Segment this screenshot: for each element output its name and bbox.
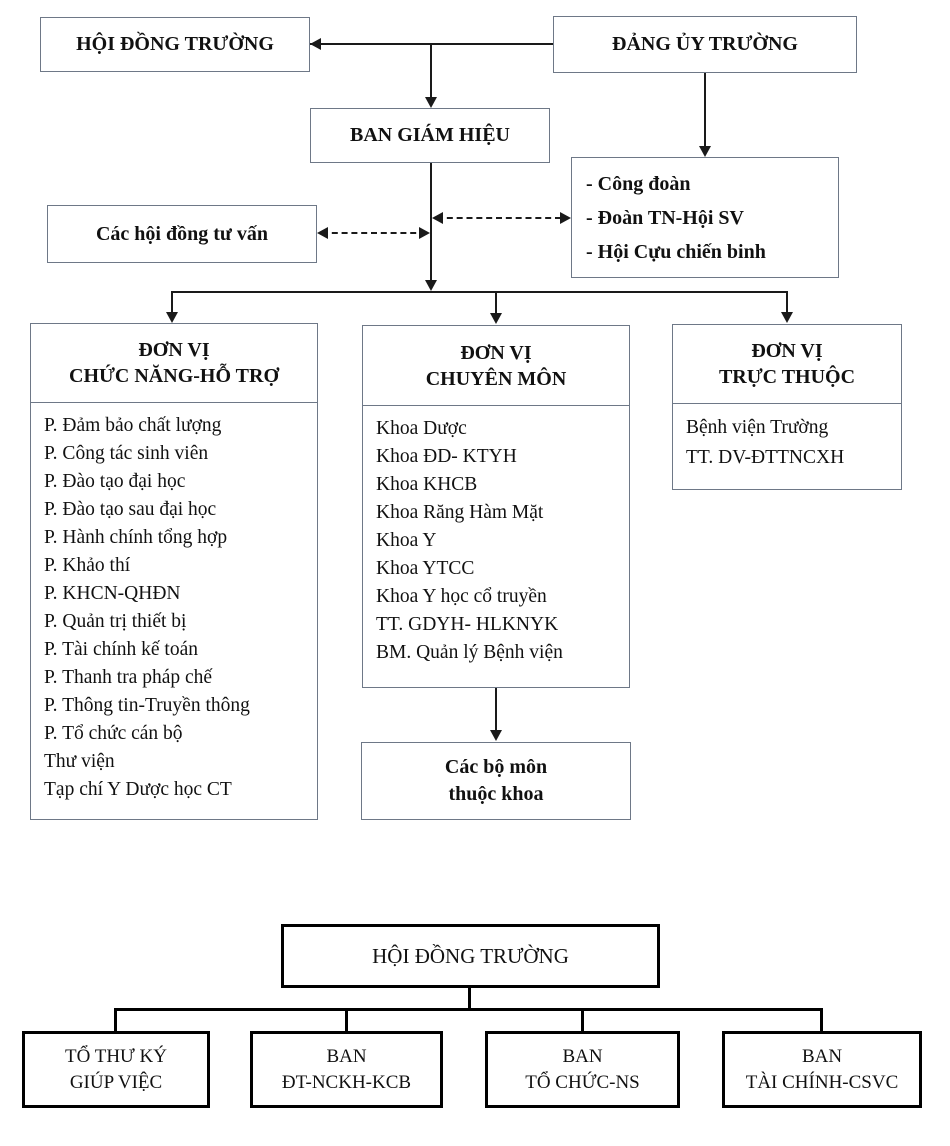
list-item: Khoa YTCC (376, 558, 475, 579)
bottom-box-training-research-line2: ĐT-NCKH-KCB (281, 1071, 412, 1093)
arrowhead-down-into-departments-box (490, 730, 502, 741)
box-advisory-councils: Các hội đồng tư vấn (47, 205, 317, 263)
box-school-council-label: HỘI ĐỒNG TRƯỜNG (76, 33, 274, 55)
bottom-root-stem (468, 988, 471, 1008)
list-item: P. KHCN-QHĐN (44, 583, 181, 604)
list-item: P. Tổ chức cán bộ (44, 723, 183, 744)
list-item: P. Khảo thí (44, 555, 131, 576)
bottom-distribution-line (114, 1008, 823, 1011)
arrowhead-right-into-mass-organizations (560, 212, 571, 224)
box-mass-organizations: - Công đoàn - Đoàn TN-Hội SV - Hội Cựu chi… (571, 157, 839, 278)
list-item: P. Hành chính tổng hợp (44, 527, 228, 548)
list-item: - Hội Cựu chiến binh (586, 240, 766, 263)
column-1-list: P. Đảm bảo chất lượng P. Công tác sinh vi… (31, 403, 317, 804)
arrowhead-down-into-column-2 (490, 313, 502, 324)
arrowhead-left-into-advisory-councils (317, 227, 328, 239)
faculty-departments-line1: Các bộ môn (444, 756, 548, 778)
distribution-line (171, 291, 788, 293)
connector-to-rector-board-line (430, 43, 432, 99)
column-3-header: ĐƠN VỊ TRỰC THUỘC (673, 325, 901, 404)
list-item: - Đoàn TN-Hội SV (586, 206, 744, 229)
bottom-box-organization-personnel-line2: TỔ CHỨC-NS (525, 1071, 640, 1093)
bottom-box-secretariat-line1: TỔ THƯ KÝ (65, 1045, 167, 1067)
list-item: Bệnh viện Trường (686, 417, 829, 438)
list-item: - Công đoàn (586, 172, 691, 195)
dashed-mass-link-line (437, 217, 561, 219)
faculty-departments-line2: thuộc khoa (448, 783, 544, 805)
list-item: P. Đào tạo sau đại học (44, 499, 217, 520)
list-item: Thư viện (44, 751, 115, 772)
column-2-title-line2: CHUYÊN MÔN (425, 367, 567, 390)
column-functional-support-units: ĐƠN VỊ CHỨC NĂNG-HỖ TRỢ P. Đảm bảo chất … (30, 323, 318, 820)
arrowhead-down-into-column-1 (166, 312, 178, 323)
bottom-drop-3 (581, 1008, 584, 1031)
column-1-title-line1: ĐƠN VỊ (138, 339, 210, 361)
list-item: Khoa KHCB (376, 474, 478, 495)
box-faculty-departments: Các bộ môn thuộc khoa (361, 742, 631, 820)
list-item: Khoa Răng Hàm Mặt (376, 502, 544, 523)
list-item: P. Thông tin-Truyền thông (44, 695, 250, 716)
list-item: P. Quản trị thiết bị (44, 611, 187, 632)
list-item: Khoa Y học cổ truyền (376, 586, 547, 607)
list-item: Khoa Y (376, 530, 437, 551)
column-2-title-line1: ĐƠN VỊ (460, 341, 532, 364)
drop-to-column-2 (495, 291, 497, 314)
bottom-drop-1 (114, 1008, 117, 1031)
list-item: P. Đào tạo đại học (44, 471, 186, 492)
bottom-box-secretariat-line2: GIÚP VIỆC (69, 1071, 163, 1093)
arrowhead-right-onto-trunk (419, 227, 430, 239)
list-item: TT. GDYH- HLKNYK (376, 614, 559, 635)
list-item: P. Tài chính kế toán (44, 639, 198, 660)
arrowhead-down-into-rector-board (425, 97, 437, 108)
arrowhead-left-onto-trunk (432, 212, 443, 224)
box-rector-board: BAN GIÁM HIỆU (310, 108, 550, 163)
bottom-box-finance-facilities-line1: BAN (801, 1045, 843, 1067)
bottom-box-finance-facilities-line2: TÀI CHÍNH-CSVC (745, 1071, 899, 1093)
list-item: Khoa Dược (376, 418, 467, 439)
bottom-school-council-label: HỘI ĐỒNG TRƯỜNG (372, 944, 569, 968)
box-party-committee: ĐẢNG ỦY TRƯỜNG (553, 16, 857, 73)
column-2-header: ĐƠN VỊ CHUYÊN MÔN (363, 326, 629, 406)
list-item: P. Công tác sinh viên (44, 443, 209, 464)
connector-party-to-mass-line (704, 73, 706, 147)
arrowhead-down-into-mass-organizations (699, 146, 711, 157)
column-3-title-line1: ĐƠN VỊ (751, 340, 823, 362)
arrowhead-left-into-school-council (310, 38, 321, 50)
bottom-drop-2 (345, 1008, 348, 1031)
arrowhead-down-onto-distribution-line (425, 280, 437, 291)
box-rector-board-label: BAN GIÁM HIỆU (349, 124, 510, 146)
bottom-box-school-council: HỘI ĐỒNG TRƯỜNG (281, 924, 660, 988)
column-1-title-line2: CHỨC NĂNG-HỖ TRỢ (69, 365, 279, 387)
drop-to-column-3 (786, 291, 788, 313)
connector-rector-down-line (430, 163, 432, 281)
arrowhead-down-into-column-3 (781, 312, 793, 323)
drop-to-column-1 (171, 291, 173, 313)
box-school-council: HỘI ĐỒNG TRƯỜNG (40, 17, 310, 72)
bottom-box-secretariat: TỔ THƯ KÝ GIÚP VIỆC (22, 1031, 210, 1108)
connector-column2-to-departments (495, 688, 497, 731)
bottom-drop-4 (820, 1008, 823, 1031)
bottom-box-training-research-line1: BAN (326, 1045, 367, 1067)
list-item: Tạp chí Y Dược học CT (44, 779, 232, 800)
bottom-box-training-research: BAN ĐT-NCKH-KCB (250, 1031, 443, 1108)
box-party-committee-label: ĐẢNG ỦY TRƯỜNG (612, 33, 798, 55)
list-item: Khoa ĐD- KTYH (376, 446, 517, 467)
column-1-header: ĐƠN VỊ CHỨC NĂNG-HỖ TRỢ (31, 324, 317, 403)
list-item: TT. DV-ĐTTNCXH (686, 447, 845, 468)
list-item: BM. Quản lý Bệnh viện (376, 642, 563, 663)
box-advisory-councils-label: Các hội đồng tư vấn (95, 222, 269, 245)
bottom-box-organization-personnel: BAN TỔ CHỨC-NS (485, 1031, 680, 1108)
bottom-box-organization-personnel-line1: BAN (562, 1045, 603, 1067)
bottom-box-finance-facilities: BAN TÀI CHÍNH-CSVC (722, 1031, 922, 1108)
dashed-advisory-link-line (322, 232, 426, 234)
column-3-title-line2: TRỰC THUỘC (718, 366, 856, 388)
list-item: P. Thanh tra pháp chế (44, 667, 213, 688)
list-item: P. Đảm bảo chất lượng (44, 415, 222, 436)
